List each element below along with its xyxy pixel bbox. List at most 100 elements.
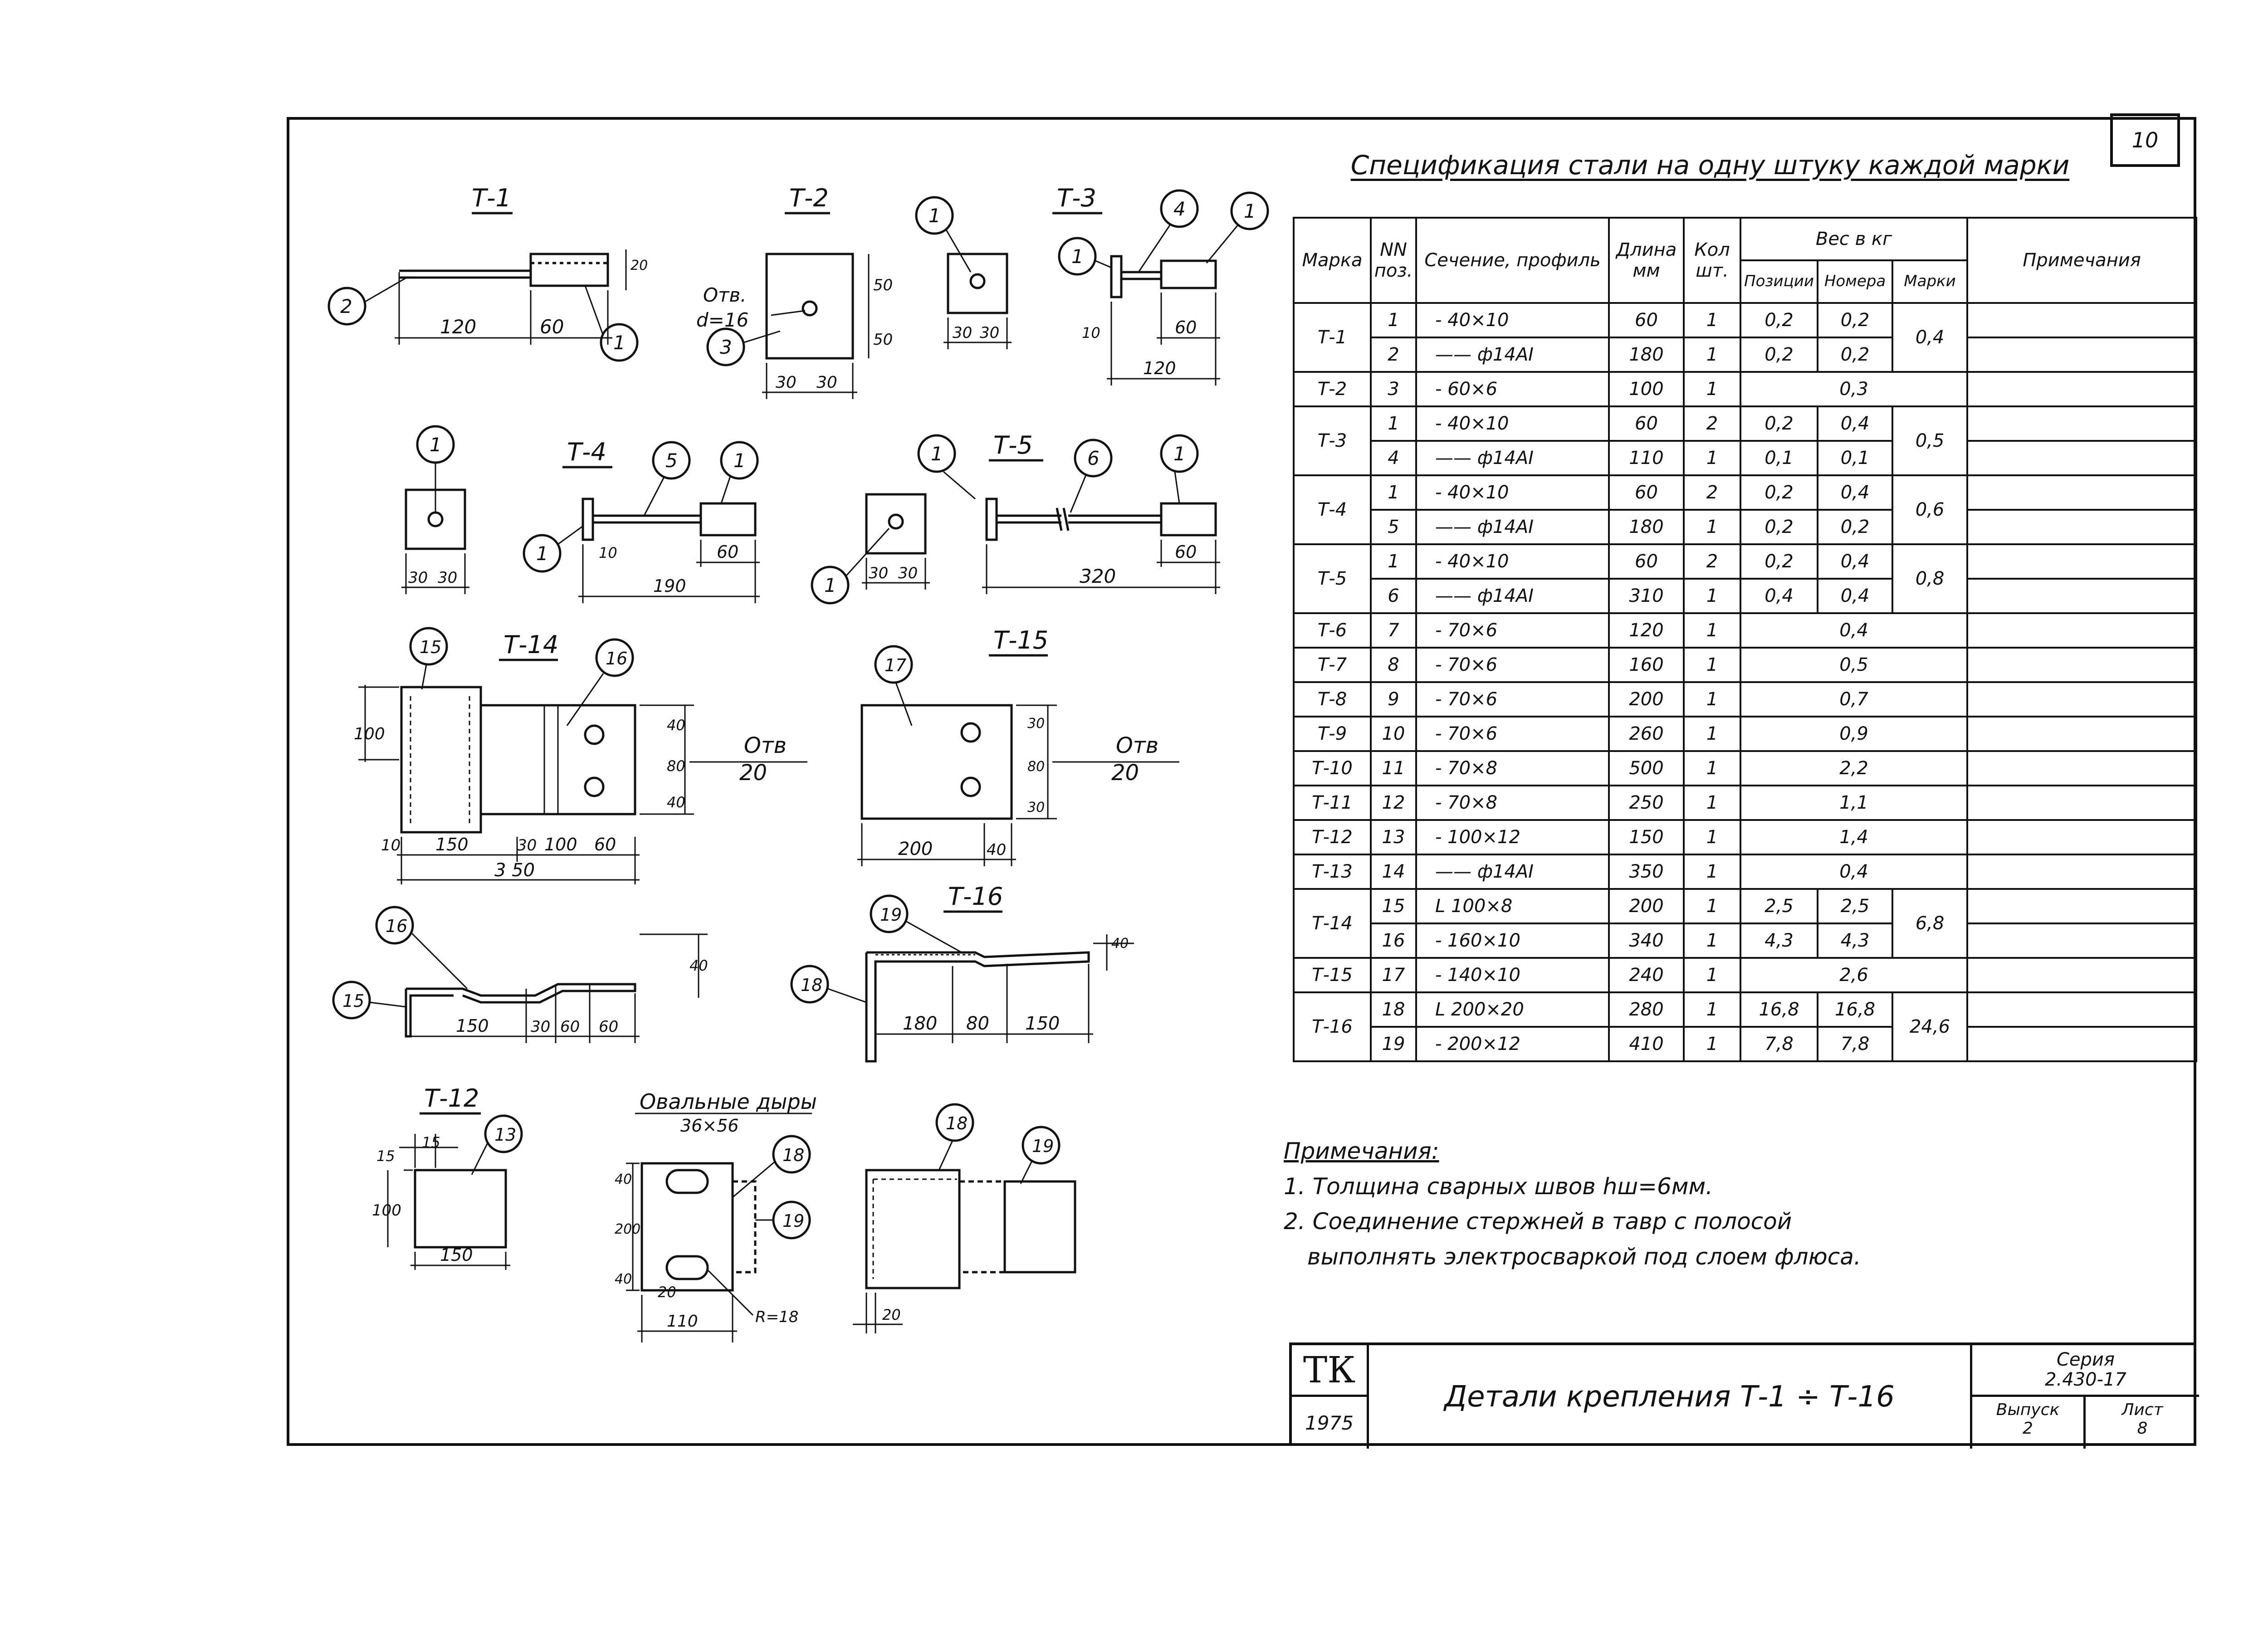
- t14-side-view: 150 30 60 60 40 16 15: [332, 906, 708, 1043]
- t4-callout-1a: 1: [430, 434, 442, 456]
- sheet-number: 10: [2110, 113, 2180, 167]
- cell-qty: 2: [1683, 543, 1741, 580]
- drawing-title: Детали крепления Т-1 ÷ Т-16: [1369, 1345, 1972, 1449]
- t4-dim-30a: 30: [408, 569, 428, 587]
- cell-note: [1966, 1026, 2197, 1062]
- cell-w_num: 0,4: [1817, 578, 1893, 614]
- cell-qty: 1: [1683, 716, 1741, 752]
- cell-qty: 1: [1683, 819, 1741, 855]
- spec-table: Марка NN поз. Сечение, профиль Длина мм …: [1293, 217, 2197, 1062]
- t16-plan-view: Овальные дыры 36×56 40 200 40 20 110 R=1…: [615, 1089, 817, 1342]
- tk-logo: ТК: [1292, 1345, 1369, 1397]
- cell-length: 200: [1608, 888, 1685, 924]
- t3-callout-1a: 1: [929, 205, 941, 227]
- cell-qty: 1: [1683, 854, 1741, 890]
- cell-w_num: 4,3: [1817, 922, 1893, 959]
- cell-w_num: 0,1: [1817, 440, 1893, 476]
- cell-pos: 17: [1370, 957, 1417, 993]
- cell-section: —— ф14АI: [1415, 337, 1610, 373]
- t3-dim-10: 10: [1082, 324, 1100, 342]
- cell-mark: Т-15: [1293, 957, 1372, 993]
- cell-note: [1966, 888, 2197, 924]
- issue-value: 2: [2023, 1419, 2033, 1438]
- notes: Примечания: 1. Толщина сварных швов hш=6…: [1284, 1134, 1861, 1274]
- cell-qty: 1: [1683, 1026, 1741, 1062]
- section-callout-18: 18: [946, 1113, 968, 1133]
- t3-dim-30b: 30: [980, 324, 999, 342]
- cell-qty: 1: [1683, 888, 1741, 924]
- cell-w_pos: 16,8: [1740, 991, 1818, 1028]
- t14-callout-16: 16: [606, 649, 627, 669]
- note-3: выполнять электросваркой под слоем флюса…: [1307, 1243, 1861, 1270]
- t1-label: Т-1: [472, 184, 511, 212]
- t4-label: Т-4: [567, 438, 606, 466]
- t1-dim-120: 120: [440, 316, 476, 338]
- title-block: ТК 1975 Детали крепления Т-1 ÷ Т-16 Сери…: [1289, 1342, 2199, 1449]
- cell-note: [1966, 750, 2197, 786]
- cell-length: 310: [1608, 578, 1685, 614]
- cell-note: [1966, 440, 2197, 476]
- t16-label: Т-16: [948, 882, 1003, 911]
- t16-callout-19: 19: [880, 905, 902, 925]
- t16-dim-150: 150: [1025, 1013, 1060, 1034]
- cell-mark: Т-5: [1293, 543, 1372, 614]
- cell-w_mark: 6,8: [1892, 888, 1968, 959]
- t15-hole-label: Отв: [1116, 733, 1158, 758]
- cell-pos: 1: [1370, 543, 1417, 580]
- cell-mark: Т-10: [1293, 750, 1372, 786]
- cell-pos: 5: [1370, 509, 1417, 545]
- cell-pos: 19: [1370, 1026, 1417, 1062]
- th-w-mark: Марки: [1892, 259, 1968, 304]
- oval-dim-20: 20: [658, 1284, 676, 1301]
- t3-callout-4: 4: [1173, 198, 1186, 220]
- cell-qty: 1: [1683, 991, 1741, 1028]
- cell-note: [1966, 647, 2197, 683]
- th-weight: Вес в кг: [1740, 217, 1968, 261]
- cell-mark: Т-7: [1293, 647, 1372, 683]
- cell-mark: Т-4: [1293, 474, 1372, 545]
- cell-w_num: 0,2: [1817, 509, 1893, 545]
- t4-dim-190: 190: [653, 576, 686, 596]
- t14-dim-80: 80: [667, 757, 685, 775]
- t2-dim-50a: 50: [873, 276, 893, 294]
- th-notes: Примечания: [1966, 217, 2197, 304]
- cell-qty: 1: [1683, 922, 1741, 959]
- cell-qty: 1: [1683, 578, 1741, 614]
- cell-section: - 140×10: [1415, 957, 1610, 993]
- cell-w_pos: 0,2: [1740, 543, 1818, 580]
- t5-label: Т-5: [993, 431, 1033, 459]
- cell-w_pos: 0,4: [1740, 578, 1818, 614]
- t1-view: 120 60 20 2 1: [327, 249, 648, 362]
- cell-w_all: 0,5: [1740, 647, 1968, 683]
- cell-w_pos: 0,2: [1740, 509, 1818, 545]
- cell-note: [1966, 543, 2197, 580]
- cell-note: [1966, 302, 2197, 338]
- cell-pos: 13: [1370, 819, 1417, 855]
- issue-cell: Выпуск 2: [1972, 1397, 2086, 1449]
- cell-w_all: 0,3: [1740, 371, 1968, 407]
- t15-hole-dia: 20: [1111, 760, 1139, 786]
- t14-label: Т-14: [503, 630, 558, 659]
- cell-w_all: 0,4: [1740, 854, 1968, 890]
- t15-view: 30 80 30 Отв 20 200 40 17: [857, 645, 1179, 866]
- cell-note: [1966, 578, 2197, 614]
- t15-dim-200: 200: [898, 839, 933, 859]
- t16-dim-80: 80: [966, 1013, 989, 1034]
- oval-dim-40b: 40: [615, 1271, 632, 1287]
- oval-holes-label: Овальные дыры: [640, 1089, 817, 1114]
- oval-callout-19: 19: [782, 1211, 804, 1231]
- cell-pos: 4: [1370, 440, 1417, 476]
- t15-dim-30b: 30: [1027, 800, 1045, 815]
- cell-length: 160: [1608, 647, 1685, 683]
